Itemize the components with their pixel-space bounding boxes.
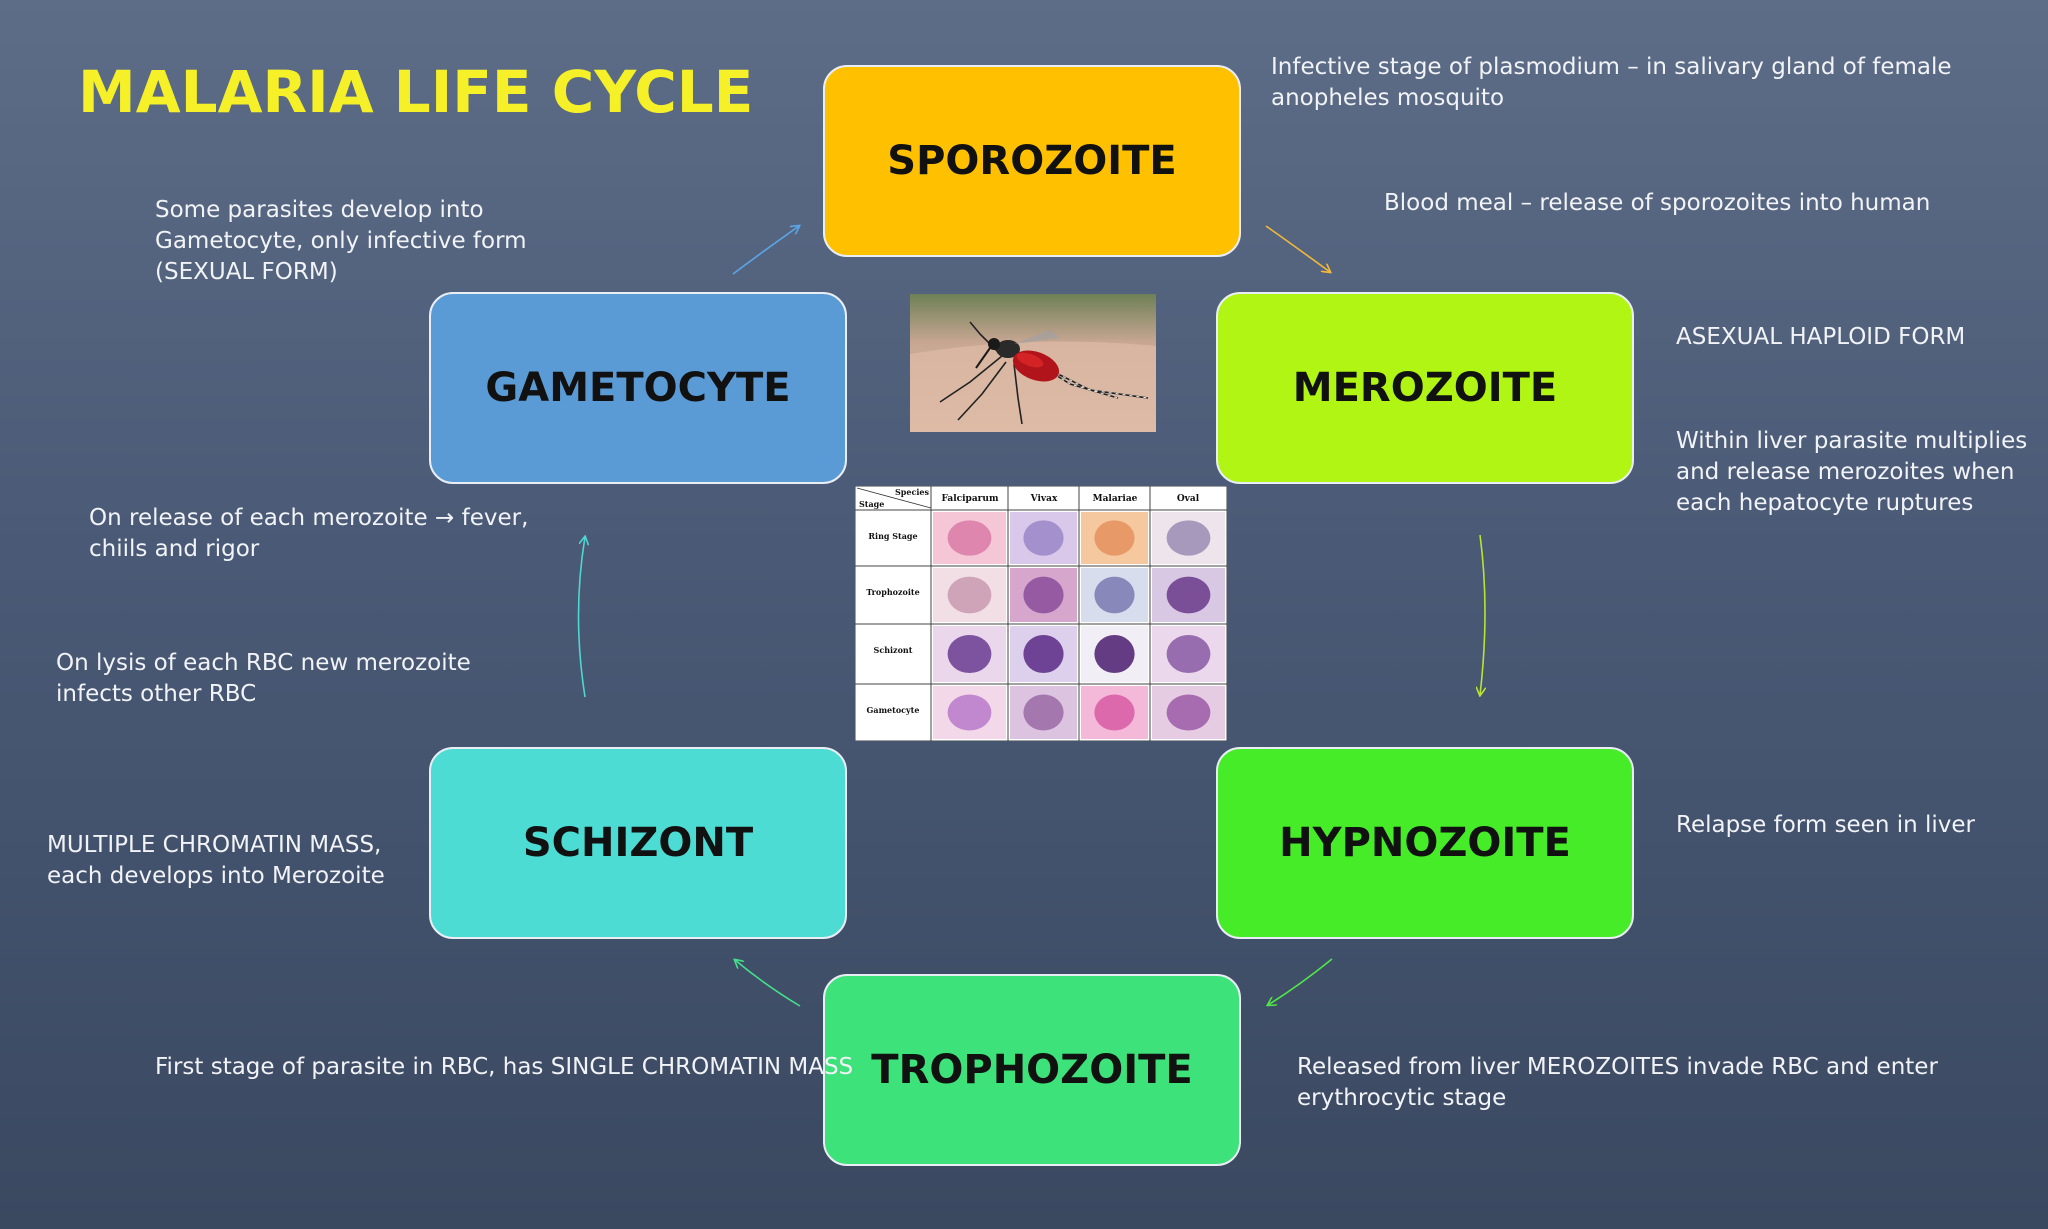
note-liver-line1: Within liver parasite multiplies [1676, 428, 2028, 454]
note-sporozoite-line2: anopheles mosquito [1271, 85, 1505, 111]
arrow-gametocyte-to-sporozoite [732, 226, 799, 275]
note-asexual: ASEXUAL HAPLOID FORM [1676, 324, 1966, 350]
hypnozoite-label: HYPNOZOITE [1279, 820, 1571, 866]
row-gametocyte: Gametocyte [867, 705, 920, 715]
arrow-sporozoite-to-merozoite [1265, 225, 1330, 272]
mosquito-image [910, 294, 1156, 432]
note-released-line1: Released from liver MEROZOITES invade RB… [1297, 1054, 1938, 1080]
row-schizont: Schizont [874, 645, 913, 655]
note-gametocyte-line2: Gametocyte, only infective form [155, 228, 527, 254]
page-title: MALARIA LIFE CYCLE [78, 58, 754, 126]
trophozoite-label: TROPHOZOITE [871, 1047, 1193, 1093]
stage-corner-label: Stage [859, 499, 884, 509]
merozoite-label: MEROZOITE [1292, 365, 1558, 411]
note-liver: Within liver parasite multiplies and rel… [1676, 426, 2027, 519]
row-trophozoite: Trophozoite [866, 587, 919, 597]
note-blood-meal: Blood meal – release of sporozoites into… [1384, 190, 1931, 216]
species-corner-label: Species [895, 487, 929, 497]
arrow-merozoite-to-hypnozoite [1480, 534, 1485, 695]
note-lysis-line1: On lysis of each RBC new merozoite [56, 650, 471, 676]
note-liver-line3: each hepatocyte ruptures [1676, 490, 1974, 516]
note-sporozoite: Infective stage of plasmodium – in saliv… [1271, 52, 1952, 114]
arrow-trophozoite-to-schizont [735, 960, 801, 1007]
note-fever: On release of each merozoite → fever, ch… [89, 503, 528, 565]
gametocyte-label: GAMETOCYTE [485, 365, 791, 411]
hypnozoite-box: HYPNOZOITE [1216, 747, 1634, 939]
note-first-stage: First stage of parasite in RBC, has SING… [155, 1054, 854, 1080]
note-gametocyte-line1: Some parasites develop into [155, 197, 484, 223]
note-lysis: On lysis of each RBC new merozoite infec… [56, 648, 471, 710]
column-oval: Oval [1177, 494, 1200, 504]
note-multiple-line1: MULTIPLE CHROMATIN MASS, [47, 832, 382, 858]
note-gametocyte-line3: (SEXUAL FORM) [155, 259, 338, 285]
trophozoite-box: TROPHOZOITE [823, 974, 1241, 1166]
column-falciparum: Falciparum [942, 494, 999, 504]
note-multiple-chromatin: MULTIPLE CHROMATIN MASS, each develops i… [47, 830, 385, 892]
sporozoite-label: SPOROZOITE [887, 138, 1177, 184]
sporozoite-box: SPOROZOITE [823, 65, 1241, 257]
gametocyte-box: GAMETOCYTE [429, 292, 847, 484]
note-fever-line2: chiils and rigor [89, 536, 260, 562]
row-ring-stage: Ring Stage [868, 531, 917, 541]
merozoite-box: MEROZOITE [1216, 292, 1634, 484]
note-fever-line1: On release of each merozoite → fever, [89, 505, 529, 531]
note-liver-line2: and release merozoites when [1676, 459, 2015, 485]
arrow-schizont-to-gametocyte [577, 537, 586, 698]
note-lysis-line2: infects other RBC [56, 681, 257, 707]
arrow-hypnozoite-to-trophozoite [1268, 958, 1333, 1005]
column-malariae: Malariae [1093, 494, 1138, 504]
note-relapse: Relapse form seen in liver [1676, 812, 1976, 838]
plasmodium-species-table: Species Stage Falciparum Vivax Malariae … [855, 486, 1227, 741]
note-sporozoite-line1: Infective stage of plasmodium – in saliv… [1271, 54, 1952, 80]
note-released-line2: erythrocytic stage [1297, 1085, 1507, 1111]
column-vivax: Vivax [1030, 494, 1058, 504]
schizont-box: SCHIZONT [429, 747, 847, 939]
note-gametocyte: Some parasites develop into Gametocyte, … [155, 195, 527, 288]
note-multiple-line2: each develops into Merozoite [47, 863, 385, 889]
note-released: Released from liver MEROZOITES invade RB… [1297, 1052, 1938, 1114]
schizont-label: SCHIZONT [522, 820, 754, 866]
